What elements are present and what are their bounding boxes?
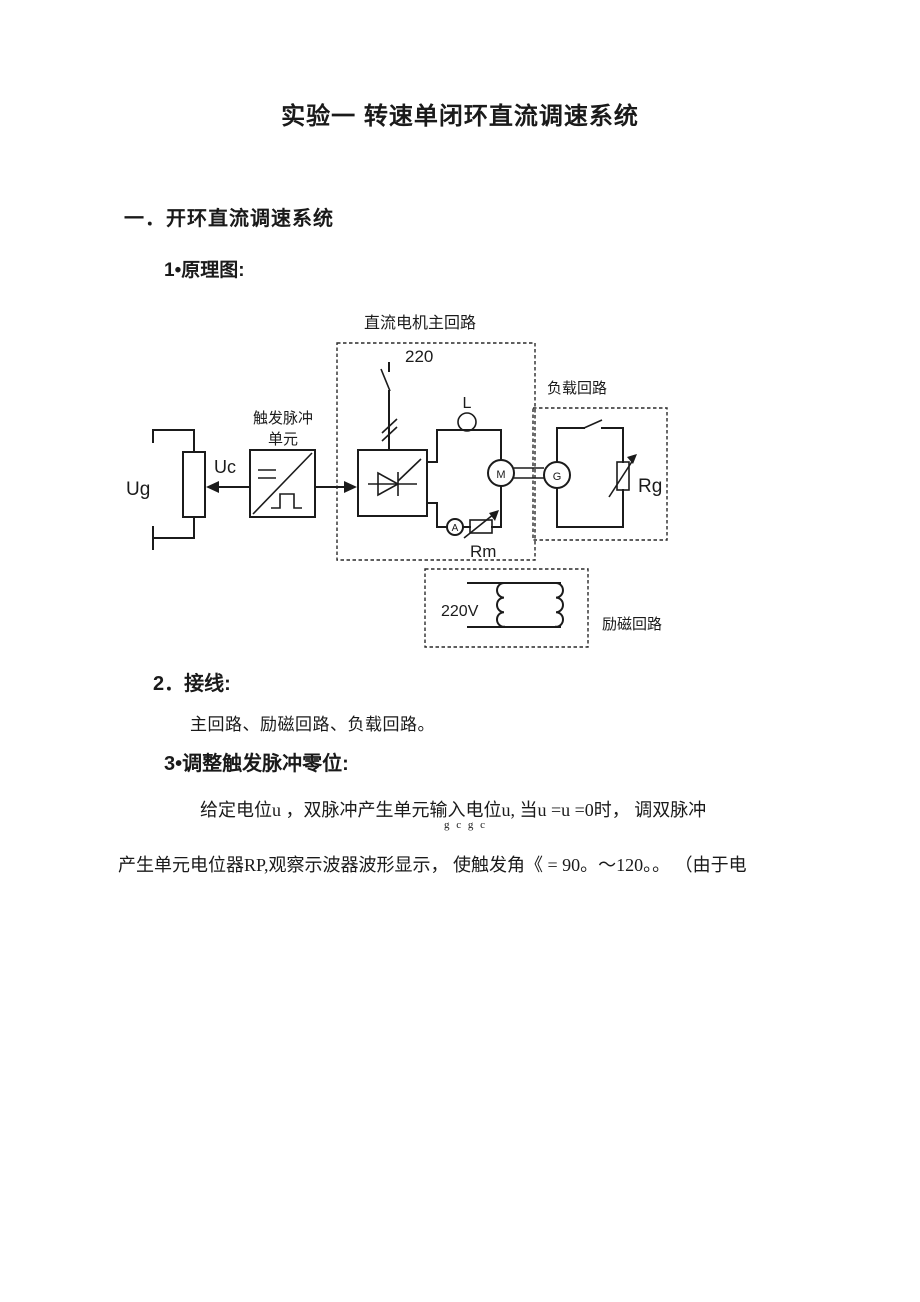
- inductor-coil-icon: [457, 412, 477, 432]
- ug-label: Ug: [126, 479, 150, 500]
- subscript-row: g c g c: [444, 819, 488, 831]
- excitation-circuit-label: 励磁回路: [602, 616, 662, 633]
- potentiometer-bottom-wire: [152, 516, 195, 550]
- rg-resistor-arrow: [608, 459, 634, 498]
- potentiometer-body: [182, 451, 206, 518]
- uc-label: Uc: [214, 457, 236, 477]
- uc-arrowhead-icon: [206, 481, 219, 493]
- rg-resistor-body: [616, 461, 630, 491]
- page-title: 实验一 转速单闭环直流调速系统: [281, 103, 639, 130]
- load-circuit-dashed-box: [532, 407, 668, 541]
- trigger-unit-label-line2: 单元: [268, 431, 298, 448]
- armature-bottom-wire: [426, 485, 502, 528]
- trigger-unit-label-line1: 触发脉冲: [253, 410, 313, 427]
- paragraph-line-1: 给定电位u ，双脉冲产生单元输入电位u, 当u =u =0时， 调双脉冲: [200, 800, 707, 820]
- generator-label: G: [553, 471, 562, 483]
- section-heading-open-loop: 一．开环直流调速系统: [124, 208, 334, 230]
- main-circuit-dashed-box: [336, 342, 536, 561]
- supply-line-with-switch: [380, 362, 398, 451]
- excitation-rails: [467, 582, 561, 628]
- excitation-coil-left-icon: [496, 581, 506, 628]
- wiring-body-text: 主回路、励磁回路、负载回路。: [190, 715, 435, 734]
- shaft-coupling: [514, 467, 544, 479]
- item-heading-zero-adjust: 3•调整触发脉冲零位:: [164, 753, 349, 775]
- rm-label: Rm: [470, 542, 496, 561]
- armature-top-wire: [426, 429, 502, 463]
- excitation-coil-right-icon: [554, 581, 564, 628]
- item-heading-wiring: 2．接线:: [153, 673, 231, 695]
- potentiometer-top-wire: [152, 429, 195, 453]
- load-loop-wire: [556, 427, 624, 528]
- rm-resistor-arrow: [463, 513, 495, 539]
- load-switch: [583, 419, 603, 429]
- inductor-label: L: [463, 395, 472, 412]
- motor-icon: [487, 459, 515, 487]
- trigger-unit-box: [249, 449, 316, 518]
- paragraph-line-2: 产生单元电位器RP,观察示波器波形显示， 使触发角《 = 90。〜120。。 （…: [118, 855, 747, 875]
- excitation-voltage-label: 220V: [441, 603, 479, 620]
- motor-label: M: [496, 469, 505, 481]
- circuit-diagram: 直流电机主回路 负载回路 励磁回路 触发脉冲 单元 Ug Uc 220: [126, 314, 668, 648]
- rm-resistor-body: [469, 519, 493, 534]
- rm-arrowhead-icon: [489, 510, 499, 521]
- rg-label: Rg: [638, 476, 662, 497]
- rg-arrowhead-icon: [627, 454, 637, 464]
- thyristor-converter-box: [357, 449, 428, 517]
- main-circuit-label: 直流电机主回路: [364, 314, 476, 332]
- item-heading-schematic: 1•原理图:: [164, 260, 245, 281]
- excitation-circuit-dashed-box: [424, 568, 589, 648]
- trigger-output-arrowhead-icon: [344, 481, 357, 493]
- load-circuit-label: 负载回路: [547, 380, 607, 397]
- ammeter-label: A: [452, 523, 459, 534]
- ammeter-icon: [446, 518, 464, 536]
- supply-voltage-label: 220: [405, 347, 433, 366]
